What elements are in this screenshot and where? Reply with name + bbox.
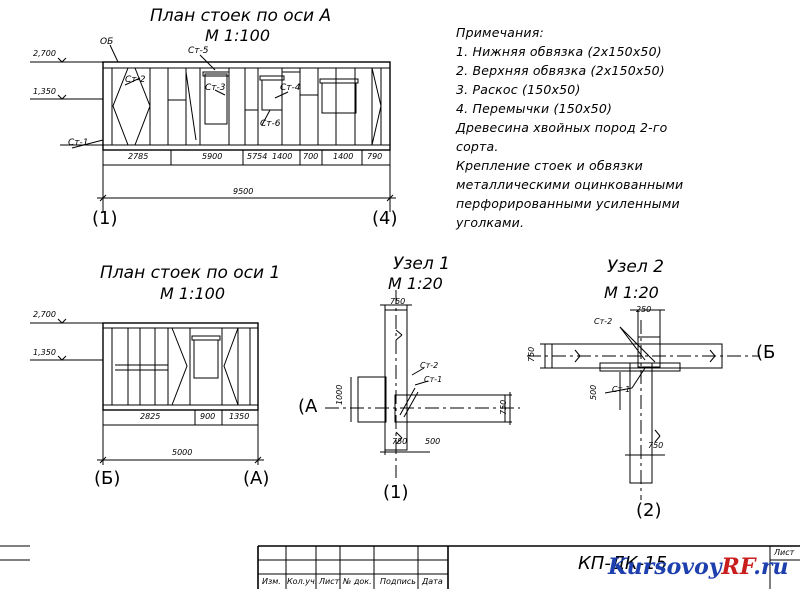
node-2-scale: М 1:20 [604,283,659,302]
plan-a-total: 9500 [233,187,254,196]
plan-1-dim: 1350 [229,412,250,421]
plan-a-dim: 5900 [202,152,223,161]
node-1-dim-right: 750 [499,399,508,415]
notes-line: Крепление стоек и обвязки [456,158,643,173]
stamp-header: Подпись [380,577,416,586]
plan-a-frame [30,44,396,212]
stamp-code: КП-ДК-15 [578,553,668,574]
node-1-axis-num: (1) [383,482,409,503]
node-2-label-st2: Ст-2 [594,317,613,326]
node-2-drawing [527,309,760,500]
plan-a-label-st4: Ст-4 [280,83,301,93]
plan-a-label-st6: Ст-6 [260,119,281,129]
plan-a-dim: 5754 [247,152,268,161]
plan-1-scale: М 1:100 [160,284,225,303]
node-1-dim-bottom-b: 500 [425,437,441,446]
plan-1-frame [30,318,264,465]
plan-1-axis-left: (Б) [94,468,121,489]
notes-line: перфорированными усиленными [456,196,680,211]
stamp-header: Лист [319,577,340,586]
node-2-label-st1: Ст-1 [612,385,631,394]
node-1-axis-a: (А [298,396,318,417]
plan-a-label-st5: Ст-5 [188,46,209,56]
plan-1-total: 5000 [172,448,193,457]
node-1-dim-vert: 1000 [335,384,344,405]
node-1-label-st2: Ст-2 [420,361,439,370]
plan-a-scale: М 1:100 [205,26,270,45]
stamp-header: Изм. [262,577,281,586]
node-2-dim-left: 750 [527,346,536,362]
plan-a-label-st2: Ст-2 [125,75,146,85]
watermark-logo: KursovoyRF.ru [608,554,789,580]
plan-1-dim: 2825 [140,412,161,421]
node-1-dim-bottom-a: 750 [392,437,408,446]
plan-a-dim: 2785 [128,152,149,161]
plan-a-dim: 790 [367,152,383,161]
notes-line: 2. Верхняя обвязка (2х150х50) [456,63,665,78]
plan-1-dim: 900 [200,412,216,421]
stamp-header: № док. [343,577,372,586]
plan-1-axis-right: (А) [243,468,270,489]
notes-heading: Примечания: [456,25,544,40]
notes-line: 1. Нижняя обвязка (2х150х50) [456,44,662,59]
notes-line: 3. Раскос (150х50) [456,82,581,97]
plan-a-level-top: 2,700 [33,49,56,58]
node-2-dim-vert: 500 [589,384,598,400]
plan-a-axis-left: (1) [92,208,118,229]
notes-line: 4. Перемычки (150х50) [456,101,613,116]
notes-line: уголками. [456,215,525,230]
stamp-header: Дата [422,577,443,586]
plan-a-dim: 1400 [272,152,293,161]
node-2-dim-top: 250 [636,305,652,314]
plan-a-dim: 700 [303,152,319,161]
plan-a-axis-right: (4) [372,208,398,229]
plan-1-title: План стоек по оси 1 [100,263,281,283]
axis-markers [93,211,400,231]
plan-a-dim: 1400 [333,152,354,161]
plan-a-label-st3: Ст-3 [205,83,226,93]
node-2-dim-bottom: 750 [648,441,664,450]
stamp-frame [0,545,800,589]
node-1-dim-top: 750 [390,297,406,306]
plan-a-title: План стоек по оси А [150,6,332,26]
notes-line: металлическими оцинкованными [456,177,684,192]
node-2-title: Узел 2 [607,257,664,277]
stamp-sheet-label: Лист [774,548,795,557]
plan-1-level-top: 2,700 [33,310,56,319]
stamp-header: Кол.уч. [287,577,318,586]
plan-1-level-mid: 1,350 [33,348,56,357]
node-2-axis-num: (2) [636,500,662,521]
plan-a-label-ob: ОБ [100,37,114,47]
notes-line: сорта. [456,139,499,154]
node-1-label-st1: Ст-1 [424,375,443,384]
node-2-axis-b: (Б [756,342,776,363]
node-1-scale: М 1:20 [388,274,443,293]
plan-a-level-mid: 1,350 [33,87,56,96]
node-1-title: Узел 1 [393,254,450,274]
plan-a-label-st1: Ст-1 [68,138,89,148]
notes-line: Древесина хвойных пород 2-го [456,120,668,135]
node-1-drawing [325,290,520,478]
